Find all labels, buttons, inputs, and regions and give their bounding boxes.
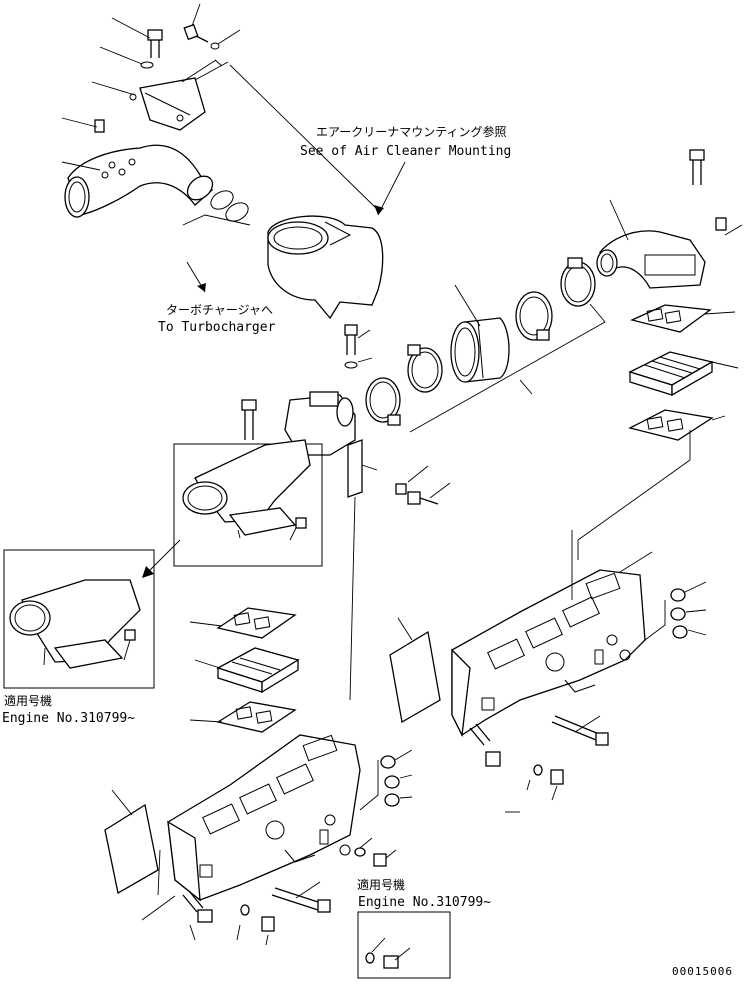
o-ring-bracket-line [182,214,251,226]
right-heater-cover [628,351,739,397]
right-end-gasket [389,617,441,724]
left-bottom-bolts [141,849,275,946]
drawing-number: 00015006 [672,965,733,978]
right-plugs [644,581,707,641]
right-small-stud [715,217,743,236]
detail-small-parts-3 [365,937,411,969]
engine-no-label-1: Engine No.310799~ [2,711,135,726]
applicable-label-jp-1: 適用号機 [4,693,52,708]
detail-pipe-1 [182,439,311,541]
detail-pipe-2 [9,579,141,669]
right-gasket-2 [577,409,726,560]
left-gasket-2 [189,701,297,733]
left-intake-manifold [167,734,361,902]
middle-side-bolt [395,465,451,505]
detail-arrowhead [142,566,154,578]
clamp-3 [407,344,443,393]
right-long-bolt [551,715,609,746]
left-heater-cover [194,647,300,694]
top-small-bolt [183,23,220,50]
clamp-4 [365,377,401,426]
air-cleaner-label-jp: エアークリーナマウンティング参照 [316,124,507,139]
o-rings [210,190,249,222]
air-cleaner-connector [267,215,384,320]
clamp-2 [515,291,553,341]
applicable-label-jp-2: 適用号機 [357,877,405,892]
turbo-label-en: To Turbocharger [158,320,276,335]
detail-frame-2 [3,549,155,689]
clamp-1 [560,257,596,307]
elbow-pipe [64,144,214,218]
detail-frame-1 [173,443,323,567]
small-gasket-vertical [347,439,378,701]
right-gasket-1 [630,304,736,333]
air-cleaner-arrowhead [374,205,384,215]
detail-frame-3 [357,911,451,979]
right-top-bolt [689,149,705,185]
left-gasket-1 [189,607,297,639]
turbo-label-jp: ターボチャージャへ [166,303,273,317]
rubber-hose [450,317,510,383]
detail-arrow-line [147,539,181,573]
left-small-parts [354,837,397,867]
middle-bolt [344,324,373,369]
left-end-gasket [104,789,159,895]
turbo-arrowhead [197,283,206,292]
left-long-bolt [271,881,331,913]
engine-no-label-2: Engine No.310799~ [358,895,491,910]
left-plugs [359,749,413,811]
hose-bracket-leaders [409,199,629,433]
bracket [129,77,206,131]
air-cleaner-leader [377,161,406,216]
top-left-leaders [61,3,381,213]
right-intake-manifold [451,551,653,738]
top-bolt [140,29,163,69]
right-elbow [596,230,706,289]
right-bottom-bolts [469,723,564,813]
tall-bolt [241,399,257,440]
air-cleaner-label-en: See of Air Cleaner Mounting [300,144,511,159]
small-stud [94,119,105,133]
